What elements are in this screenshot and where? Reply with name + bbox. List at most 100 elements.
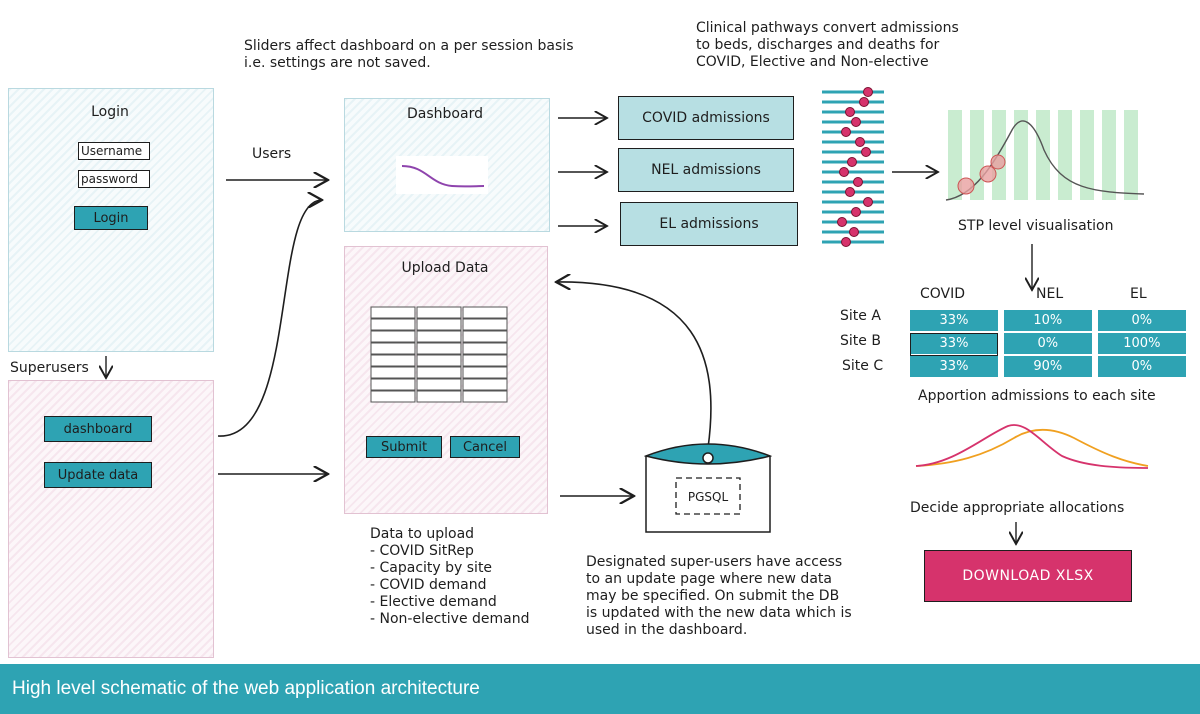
admission-box-covid: COVID admissions [618,96,794,140]
slider-knob [845,187,855,197]
data-to-upload-note: Data to upload - COVID SitRep - Capacity… [370,526,530,627]
slider-knob [839,167,849,177]
table-row: 33% 90% 0% [910,356,1186,379]
apportion-note: Apportion admissions to each site [918,388,1156,404]
caption-text: High level schematic of the web applicat… [12,678,480,699]
slider-knob [859,97,869,107]
cancel-button[interactable]: Cancel [450,436,520,458]
vis-bar [1080,110,1094,200]
download-xlsx-button[interactable]: DOWNLOAD XLSX [924,550,1132,602]
slider-knob [841,237,851,247]
grid-cell [462,390,508,403]
grid-cell [462,330,508,343]
dashboard-curve-arrow [217,200,322,437]
connector-lines [0,0,1200,664]
update-data-button[interactable]: Update data [44,462,152,488]
vis-bar [1124,110,1138,200]
grid-cell [370,378,416,391]
slider-knob [841,127,851,137]
grid-cell [416,354,462,367]
upload-title: Upload Data [401,260,489,276]
users-label: Users [252,146,292,162]
login-title: Login [91,104,129,120]
slider-knob [851,207,861,217]
grid-cell [416,330,462,343]
dashboard-panel [344,98,550,232]
allocation-table: 33% 10% 0% 33% 0% 100% 33% 90% 0% [910,310,1186,379]
slider-knob [847,157,857,167]
table-row: 33% 10% 0% [910,310,1186,333]
slider-knob [837,217,847,227]
db-label: PGSQL [687,490,729,504]
alloc-header-covid: COVID [920,286,966,302]
pathways-note: Clinical pathways convert admissions to … [696,20,959,70]
grid-cell [416,306,462,319]
site-b-label: Site B [840,333,881,349]
caption-bar: High level schematic of the web applicat… [0,664,1200,714]
grid-cell [416,378,462,391]
submit-button[interactable]: Submit [366,436,442,458]
alloc-header-el: EL [1130,286,1147,302]
table-row: 33% 0% 100% [910,333,1186,356]
grid-cell [370,318,416,331]
grid-cell [462,342,508,355]
table-cell[interactable]: 0% [1097,310,1186,333]
database-cylinder [644,443,772,533]
login-button[interactable]: Login [74,206,148,230]
slider-knob [855,137,865,147]
superusers-description-note: Designated super-users have access to an… [586,554,852,638]
vis-bar [948,110,962,200]
grid-cell [370,330,416,343]
admission-box-el: EL admissions [620,202,798,246]
username-field[interactable]: Username [78,142,150,160]
grid-cell [462,378,508,391]
upload-grid [370,306,508,403]
vis-bar [1036,110,1050,200]
slider-knob [851,117,861,127]
dashboard-title: Dashboard [407,106,483,122]
slider-knob [845,107,855,117]
grid-cell [462,366,508,379]
alloc-header-nel: NEL [1036,286,1064,302]
sliders-note: Sliders affect dashboard on a per sessio… [244,38,574,71]
grid-cell [416,390,462,403]
grid-cell [416,342,462,355]
decide-note: Decide appropriate allocations [910,500,1125,516]
grid-cell [416,318,462,331]
pathway-sliders [822,87,884,247]
table-cell[interactable]: 10% [1003,310,1092,333]
vis-bar [1014,110,1028,200]
grid-cell [370,366,416,379]
table-cell[interactable]: 100% [1097,333,1186,356]
table-cell[interactable]: 33% [910,333,998,356]
grid-cell [370,390,416,403]
slider-knob [849,227,859,237]
dashboard-line-chart [396,156,488,194]
table-cell[interactable]: 0% [1003,333,1092,356]
table-cell[interactable]: 33% [910,310,998,333]
grid-cell [416,366,462,379]
superusers-label: Superusers [10,360,89,376]
slider-knob [863,87,873,97]
table-cell[interactable]: 90% [1003,356,1092,379]
stp-visualisation-note: STP level visualisation [958,218,1114,234]
site-a-label: Site A [840,308,881,324]
apportion-curves [915,424,1149,469]
password-field[interactable]: password [78,170,150,188]
grid-cell [462,318,508,331]
grid-cell [370,306,416,319]
slider-knob [863,197,873,207]
vis-bar [1058,110,1072,200]
dashboard-button[interactable]: dashboard [44,416,152,442]
grid-cell [462,354,508,367]
table-cell[interactable]: 0% [1097,356,1186,379]
grid-cell [370,354,416,367]
stp-visualisation-chart [945,110,1145,201]
site-c-label: Site C [842,358,884,374]
grid-cell [462,306,508,319]
slider-knob [853,177,863,187]
table-cell[interactable]: 33% [910,356,998,379]
slider-knob [861,147,871,157]
admission-box-nel: NEL admissions [618,148,794,192]
vis-bar [1102,110,1116,200]
